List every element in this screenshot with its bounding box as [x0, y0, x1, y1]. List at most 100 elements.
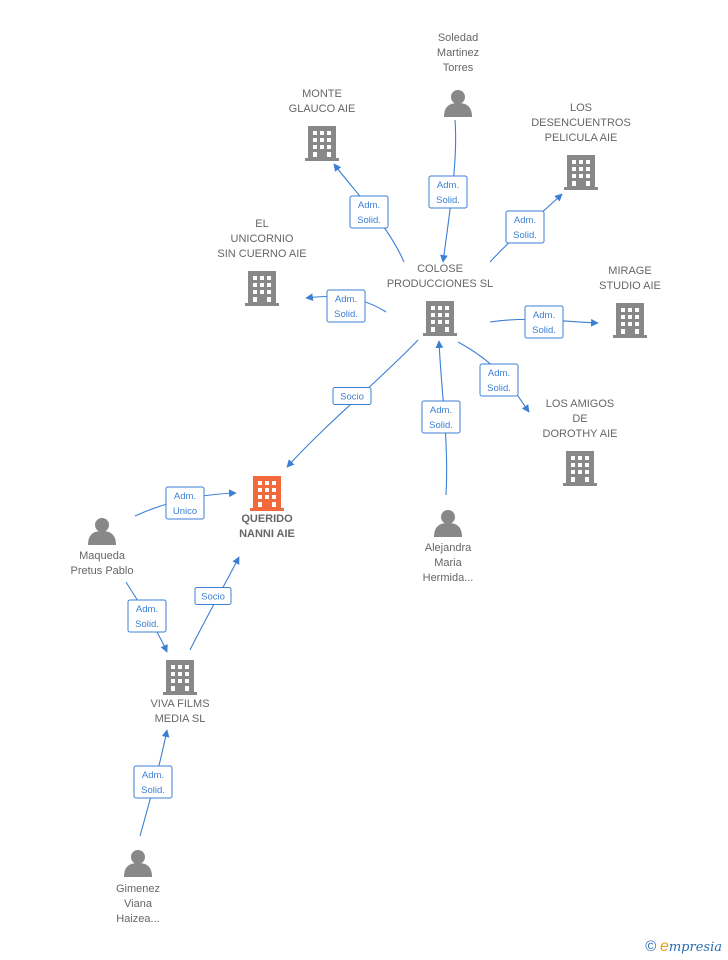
- edges-layer: Adm. Solid. Adm. Solid. Adm. Solid. Adm. Solid.…: [125, 119, 599, 837]
- node-label: DE: [572, 413, 587, 425]
- node-label: Martinez: [437, 47, 479, 59]
- brand-logo-initial: e: [659, 938, 669, 955]
- person-icon: [444, 90, 472, 117]
- node-label: DESENCUENTROS: [531, 117, 631, 129]
- edge-label-text: Adm.: [488, 368, 510, 379]
- edge-label-text: Socio: [340, 392, 364, 403]
- node-gimenez[interactable]: GimenezVianaHaizea...: [116, 850, 160, 925]
- edge-e4: Adm. Solid.: [305, 289, 387, 323]
- node-label: Haizea...: [116, 913, 159, 925]
- edge-label-box: [332, 387, 372, 405]
- footer-brand: © empresia: [645, 938, 722, 956]
- node-label: Gimenez: [116, 883, 160, 895]
- node-label: EL: [255, 218, 268, 230]
- node-label: LOS: [570, 102, 592, 114]
- edge-label-box: [428, 175, 468, 209]
- edge-label-text: Solid.: [513, 230, 537, 241]
- edge-e12: Adm. Solid.: [133, 729, 173, 837]
- edge-label-text: Adm.: [142, 770, 164, 781]
- building-icon: [250, 476, 284, 511]
- node-desenc[interactable]: LOS DESENCUENTROS PELICULA AIE: [531, 102, 631, 190]
- node-label: GLAUCO AIE: [289, 103, 356, 115]
- node-unicornio[interactable]: EL UNICORNIO SIN CUERNO AIE: [217, 218, 307, 306]
- edge-label-text: Solid.: [429, 420, 453, 431]
- edge-label-box: [165, 486, 205, 520]
- building-icon: [245, 271, 279, 306]
- node-label: Alejandra: [425, 542, 472, 554]
- node-label: QUERIDO: [241, 513, 293, 525]
- edge-label-box: [524, 305, 564, 339]
- node-label: Torres: [443, 62, 474, 74]
- node-mirage[interactable]: MIRAGE STUDIO AIE: [599, 265, 661, 338]
- edge-label-text: Solid.: [141, 785, 165, 796]
- node-label: PRODUCCIONES SL: [387, 278, 493, 290]
- edge-e2: Adm. Solid.: [333, 163, 405, 263]
- building-icon: [163, 660, 197, 695]
- node-querido[interactable]: QUERIDO NANNI AIE: [239, 476, 295, 540]
- edge-e3: Adm.Solid.: [489, 193, 563, 263]
- edge-e9: Adm. Unico: [134, 486, 237, 520]
- node-viva[interactable]: VIVA FILMS MEDIA SL: [150, 660, 210, 725]
- copyright-symbol: ©: [645, 938, 657, 955]
- edge-e10: Adm. Solid.: [125, 581, 168, 653]
- edge-label-text: Socio: [201, 592, 225, 603]
- edge-label-text: Solid.: [487, 383, 511, 394]
- node-label: Pretus Pablo: [71, 565, 134, 577]
- edge-label-text: Solid.: [436, 195, 460, 206]
- edge-label-text: Adm.: [437, 180, 459, 191]
- node-label: SIN CUERNO AIE: [217, 248, 306, 260]
- edge-e7: Socio: [286, 339, 419, 468]
- node-label: LOS AMIGOS: [546, 398, 614, 410]
- edge-label-box: [505, 210, 545, 244]
- node-label: Hermida...: [423, 572, 474, 584]
- node-label: VIVA FILMS: [150, 698, 209, 710]
- node-label: NANNI AIE: [239, 528, 295, 540]
- node-colose[interactable]: COLOSE PRODUCCIONES SL: [387, 263, 493, 336]
- edge-label-box: [127, 599, 167, 633]
- person-icon: [88, 518, 116, 545]
- building-icon: [563, 451, 597, 486]
- building-icon: [305, 126, 339, 161]
- edge-label-box: [421, 400, 461, 434]
- node-label: STUDIO AIE: [599, 280, 661, 292]
- person-icon: [124, 850, 152, 877]
- building-icon: [613, 303, 647, 338]
- node-label: COLOSE: [417, 263, 463, 275]
- node-alejandra[interactable]: AlejandraMariaHermida...: [423, 510, 474, 584]
- edge-label-text: Adm.: [136, 604, 158, 615]
- edge-label-text: Solid.: [334, 309, 358, 320]
- node-label: DOROTHY AIE: [543, 428, 618, 440]
- person-icon: [434, 510, 462, 537]
- edge-e8: Adm.Solid.: [421, 340, 461, 496]
- building-icon: [564, 155, 598, 190]
- node-label: PELICULA AIE: [545, 132, 618, 144]
- edge-label-text: Adm.: [358, 200, 380, 211]
- node-label: Soledad: [438, 32, 478, 44]
- edge-label-text: Adm.: [335, 294, 357, 305]
- edge-label-box: [133, 765, 173, 799]
- edge-label-text: Adm.: [174, 491, 196, 502]
- brand-logo-text: mpresia: [668, 940, 722, 955]
- node-label: Maqueda: [79, 550, 126, 562]
- edge-e5: Adm.Solid.: [489, 305, 599, 339]
- node-label: Viana: [124, 898, 153, 910]
- edge-e11: Socio: [189, 556, 240, 651]
- node-label: MIRAGE: [608, 265, 651, 277]
- node-label: UNICORNIO: [231, 233, 294, 245]
- node-label: Maria: [434, 557, 462, 569]
- edge-label-box: [194, 587, 232, 605]
- edge-label-box: [349, 195, 389, 229]
- edge-label-text: Solid.: [135, 619, 159, 630]
- edge-label-text: Solid.: [532, 325, 556, 336]
- edge-e1: Adm. Solid.: [428, 119, 468, 263]
- edge-label-text: Solid.: [357, 215, 381, 226]
- node-amigos[interactable]: LOS AMIGOS DE DOROTHY AIE: [543, 398, 618, 486]
- edge-label-text: Unico: [173, 506, 197, 517]
- node-label: MEDIA SL: [155, 713, 206, 725]
- building-icon: [423, 301, 457, 336]
